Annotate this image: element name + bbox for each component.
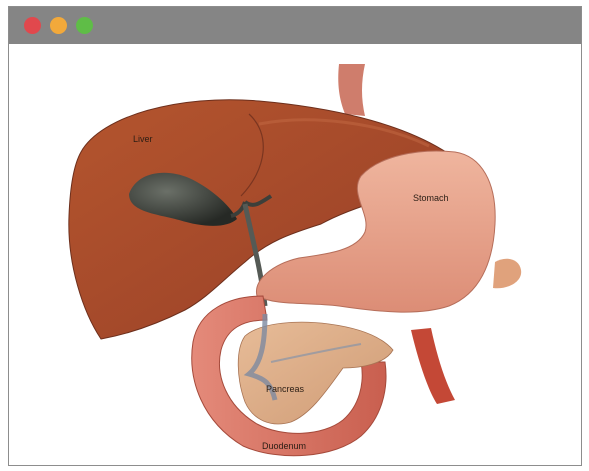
esophagus-shape [338,64,365,116]
digestive-anatomy-illustration: Liver Stomach Pancreas Duodenum [9,44,581,465]
pancreas-tail-shape [493,259,521,289]
title-bar [9,7,581,44]
stomach-label: Stomach [413,193,449,203]
artery-shape [411,328,455,404]
app-window: Liver Stomach Pancreas Duodenum [8,6,582,466]
close-button[interactable] [24,17,41,34]
minimize-button[interactable] [50,17,67,34]
liver-label: Liver [133,134,153,144]
duodenum-label: Duodenum [262,441,306,451]
pancreas-label: Pancreas [266,384,305,394]
content-area: Liver Stomach Pancreas Duodenum [9,44,581,465]
maximize-button[interactable] [76,17,93,34]
